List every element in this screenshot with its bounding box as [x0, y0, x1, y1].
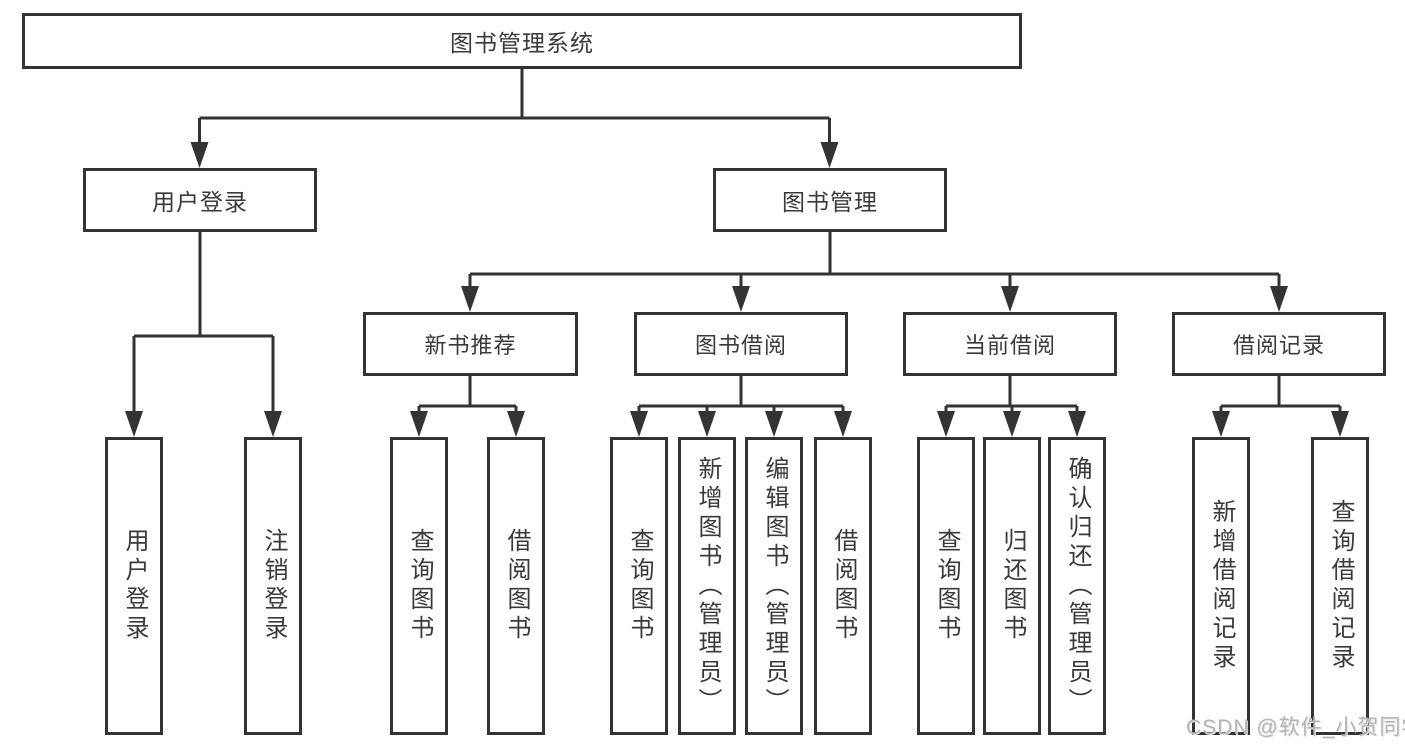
- arrow-down-icon: [410, 411, 428, 437]
- node-library-system: 图书管理系统: [22, 13, 1022, 69]
- arrow-down-icon: [1212, 411, 1230, 437]
- arrow-down-icon: [937, 411, 955, 437]
- leaf-return-books: 归还图书: [983, 437, 1041, 735]
- leaf-logout: 注销登录: [244, 437, 302, 735]
- arrow-down-icon: [1270, 286, 1288, 312]
- node-borrowing-records: 借阅记录: [1172, 312, 1386, 376]
- arrow-down-icon: [765, 411, 783, 437]
- arrow-down-icon: [732, 286, 750, 312]
- leaf-label: 确认归还（管理员）: [1064, 455, 1091, 717]
- leaf-edit-books-admin: 编辑图书（管理员）: [745, 437, 803, 735]
- arrow-down-icon: [190, 142, 209, 168]
- arrow-down-icon: [834, 411, 852, 437]
- leaf-borrow-books-borrowing: 借阅图书: [814, 437, 872, 735]
- leaf-borrow-books-recommend: 借阅图书: [487, 437, 545, 735]
- arrow-down-icon: [1003, 411, 1021, 437]
- leaf-label: 借阅图书: [503, 528, 530, 644]
- leaf-label: 用户登录: [121, 528, 148, 644]
- leaf-query-books-borrowing: 查询图书: [610, 437, 668, 735]
- arrow-down-icon: [1001, 286, 1019, 312]
- node-new-book-recommend: 新书推荐: [363, 312, 578, 376]
- watermark: CSDN @软件_小贺同学: [1186, 716, 1405, 739]
- arrow-down-icon: [630, 411, 648, 437]
- leaf-query-books-recommend: 查询图书: [390, 437, 448, 735]
- leaf-label: 查询图书: [626, 528, 653, 644]
- node-book-management: 图书管理: [713, 168, 947, 232]
- leaf-label: 新增图书（管理员）: [694, 455, 721, 717]
- leaf-label: 查询图书: [406, 528, 433, 644]
- arrow-down-icon: [1331, 411, 1349, 437]
- arrow-down-icon: [507, 411, 525, 437]
- leaf-label: 查询图书: [933, 528, 960, 644]
- leaf-add-borrow-record: 新增借阅记录: [1192, 437, 1250, 735]
- node-user-login: 用户登录: [83, 168, 317, 232]
- leaf-query-books-current: 查询图书: [917, 437, 975, 735]
- arrow-down-icon: [461, 286, 479, 312]
- node-current-borrowing: 当前借阅: [903, 312, 1117, 376]
- arrow-down-icon: [1068, 411, 1086, 437]
- leaf-query-borrow-record: 查询借阅记录: [1311, 437, 1369, 735]
- leaf-confirm-return-admin: 确认归还（管理员）: [1048, 437, 1106, 735]
- leaf-add-books-admin: 新增图书（管理员）: [678, 437, 736, 735]
- leaf-label: 归还图书: [999, 528, 1026, 644]
- arrow-down-icon: [820, 142, 839, 168]
- arrow-down-icon: [125, 411, 143, 437]
- node-book-borrowing: 图书借阅: [634, 312, 848, 376]
- leaf-user-login: 用户登录: [105, 437, 163, 735]
- leaf-label: 注销登录: [260, 528, 287, 644]
- arrow-down-icon: [264, 411, 282, 437]
- leaf-label: 编辑图书（管理员）: [761, 455, 788, 717]
- leaf-label: 新增借阅记录: [1208, 499, 1235, 673]
- arrow-down-icon: [698, 411, 716, 437]
- leaf-label: 查询借阅记录: [1327, 499, 1354, 673]
- leaf-label: 借阅图书: [830, 528, 857, 644]
